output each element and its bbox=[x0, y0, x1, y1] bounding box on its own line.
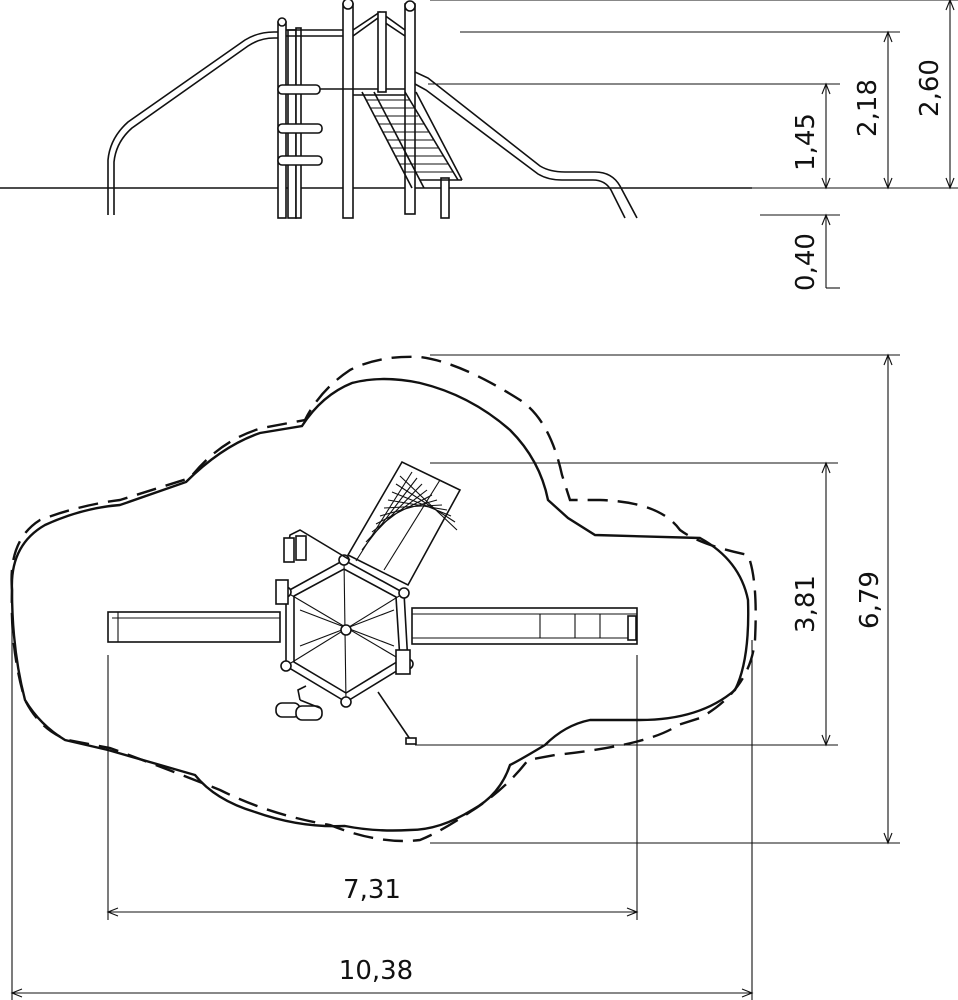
swing-seat bbox=[275, 685, 323, 721]
climbing-arch bbox=[107, 31, 282, 215]
dim-foundation-depth: 0,40 bbox=[791, 233, 821, 291]
staircase-plan bbox=[346, 460, 462, 587]
plan-view: 6,79 3,81 7,31 10,38 bbox=[10, 353, 900, 1000]
plan-dimensions: 6,79 3,81 7,31 10,38 bbox=[10, 353, 900, 1000]
dim-platform-height: 2,18 bbox=[853, 79, 883, 137]
climbing-rungs bbox=[277, 29, 405, 166]
staircase bbox=[361, 91, 463, 189]
pole bbox=[377, 691, 417, 745]
dim-deck-height: 1,45 bbox=[791, 113, 821, 171]
slide-plan-right bbox=[411, 607, 638, 645]
dim-equipment-depth: 3,81 bbox=[791, 575, 821, 633]
hexagonal-platform bbox=[275, 554, 414, 708]
side-elevation-view: 2,60 2,18 1,45 0,40 bbox=[0, 0, 958, 291]
slide-side bbox=[414, 71, 638, 219]
safety-zone-outline bbox=[10, 377, 750, 832]
dim-equipment-width: 7,31 bbox=[343, 875, 401, 905]
dim-depth: 6,79 bbox=[855, 571, 885, 629]
slide-plan-left bbox=[107, 611, 281, 643]
elevation-dimensions: 2,60 2,18 1,45 0,40 bbox=[428, 0, 958, 291]
dim-total-height: 2,60 bbox=[915, 59, 945, 117]
handle-rail bbox=[283, 529, 351, 563]
dim-total-width: 10,38 bbox=[339, 956, 413, 986]
